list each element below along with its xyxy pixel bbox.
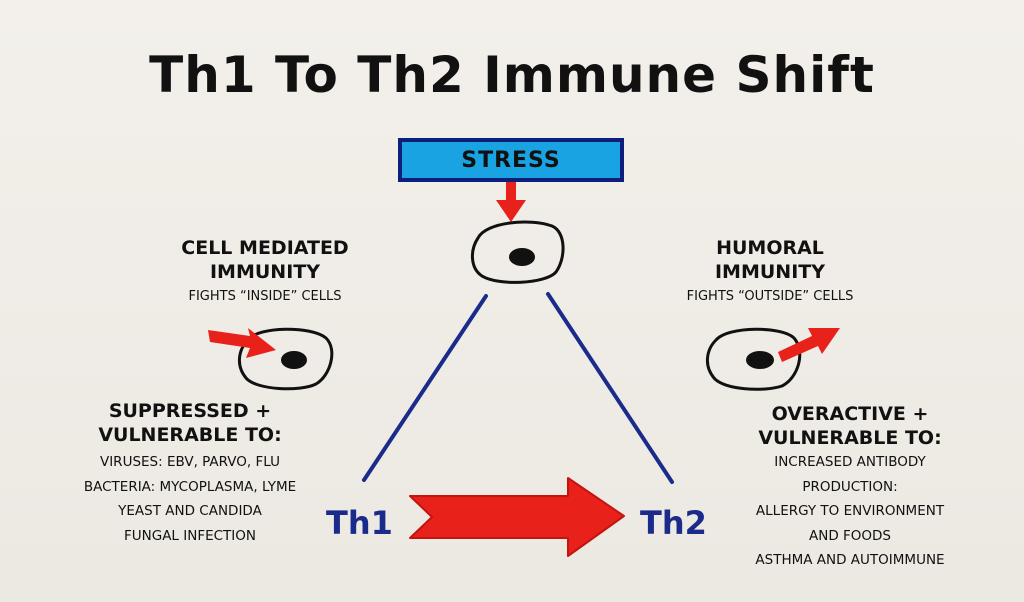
left-vulnerable-list: VIRUSES: EBV, PARVO, FLU BACTERIA: MYCOP… bbox=[60, 450, 320, 548]
list-item: ALLERGY TO ENVIRONMENT bbox=[755, 503, 945, 519]
page-title: Th1 To Th2 Immune Shift bbox=[149, 46, 875, 104]
left-heading: CELL MEDIATED IMMUNITY bbox=[160, 236, 370, 284]
right-heading: HUMORAL IMMUNITY bbox=[680, 236, 860, 284]
right-vulnerable-line-1: OVERACTIVE + bbox=[771, 403, 929, 425]
left-vulnerable-heading: SUPPRESSED + VULNERABLE TO: bbox=[60, 399, 320, 447]
right-outgoing-arrow bbox=[778, 328, 840, 362]
stress-box: STRESS bbox=[398, 138, 624, 182]
right-vulnerable-line-2: VULNERABLE TO: bbox=[758, 427, 942, 449]
left-vulnerable-line-1: SUPPRESSED + bbox=[108, 400, 272, 422]
left-subheading: FIGHTS “INSIDE” CELLS bbox=[188, 289, 342, 304]
top-cell bbox=[471, 220, 565, 284]
list-item: YEAST AND CANDIDA bbox=[118, 503, 262, 519]
list-item: VIRUSES: EBV, PARVO, FLU bbox=[99, 454, 281, 470]
top-cell-nucleus bbox=[509, 248, 535, 266]
right-vulnerable-list: INCREASED ANTIBODY PRODUCTION: ALLERGY T… bbox=[730, 450, 970, 573]
list-item: BACTERIA: MYCOPLASMA, LYME bbox=[83, 478, 297, 495]
right-subheading: FIGHTS “OUTSIDE” CELLS bbox=[686, 289, 854, 304]
left-vulnerable-line-2: VULNERABLE TO: bbox=[98, 424, 282, 446]
right-cell bbox=[706, 327, 802, 391]
stress-down-arrow bbox=[496, 182, 526, 222]
th2-label: Th2 bbox=[640, 504, 707, 542]
left-triangle-line bbox=[362, 294, 488, 482]
list-item: PRODUCTION: bbox=[802, 478, 898, 495]
right-cell-nucleus bbox=[746, 351, 774, 369]
right-heading-line-1: HUMORAL bbox=[716, 237, 824, 259]
list-item: ASTHMA AND AUTOIMMUNE bbox=[755, 552, 945, 568]
left-heading-line-2: IMMUNITY bbox=[209, 261, 320, 283]
stress-label: STRESS bbox=[461, 147, 561, 173]
list-item: FUNGAL INFECTION bbox=[123, 527, 256, 544]
left-heading-line-1: CELL MEDIATED bbox=[181, 237, 349, 259]
right-vulnerable-heading: OVERACTIVE + VULNERABLE TO: bbox=[730, 402, 970, 450]
list-item: AND FOODS bbox=[808, 527, 891, 544]
th1-label: Th1 bbox=[326, 504, 393, 542]
shift-arrow bbox=[409, 477, 625, 557]
list-item: INCREASED ANTIBODY bbox=[774, 454, 926, 470]
left-incoming-arrow bbox=[208, 328, 276, 358]
right-triangle-line bbox=[546, 292, 674, 484]
left-cell-nucleus bbox=[281, 351, 307, 369]
left-cell bbox=[238, 327, 334, 391]
right-heading-line-2: IMMUNITY bbox=[714, 261, 825, 283]
